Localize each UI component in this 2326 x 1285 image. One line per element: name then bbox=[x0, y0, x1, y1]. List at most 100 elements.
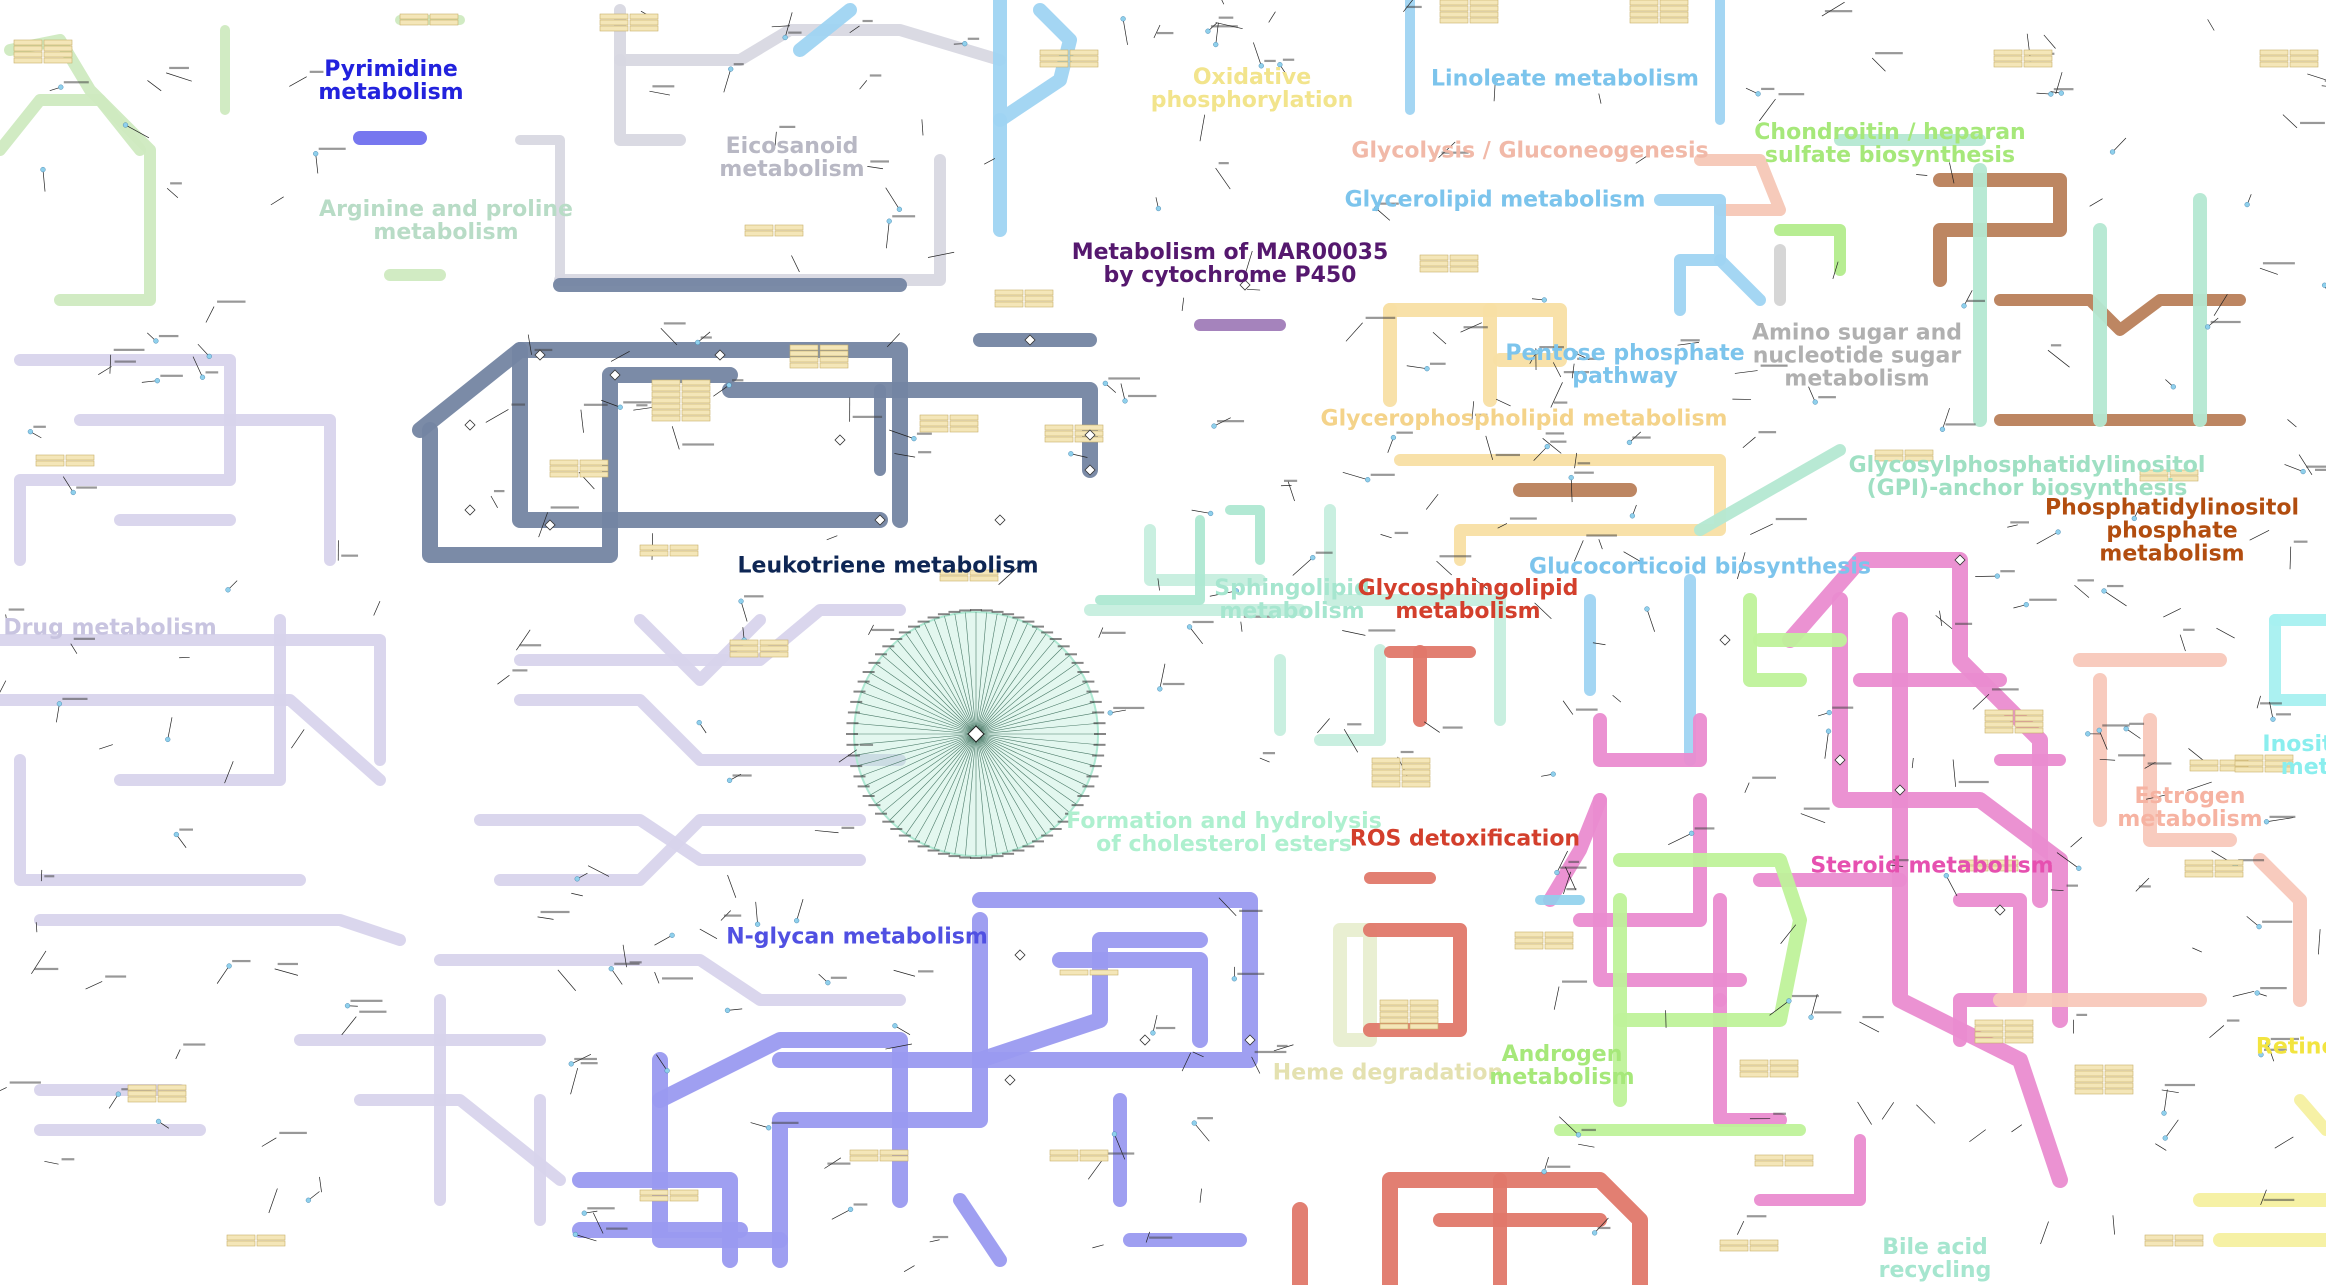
enzyme-table-cell[interactable] bbox=[2004, 1019, 2034, 1026]
enzyme-table-cell[interactable] bbox=[579, 459, 609, 466]
reaction-hub-diamond[interactable] bbox=[534, 349, 546, 361]
enzyme-table-cell[interactable] bbox=[1993, 61, 2023, 68]
enzyme-table-cell[interactable] bbox=[1049, 1155, 1079, 1162]
metabolite-node[interactable] bbox=[1573, 350, 1579, 356]
pathway-label-arginine-proline[interactable]: Arginine and proline metabolism bbox=[319, 197, 573, 245]
metabolite-node[interactable] bbox=[1208, 510, 1214, 517]
enzyme-table-cell[interactable] bbox=[819, 344, 849, 351]
enzyme-table-cell[interactable] bbox=[681, 409, 711, 416]
enzyme-table-cell[interactable] bbox=[681, 397, 711, 404]
enzyme-table-cell[interactable] bbox=[669, 550, 699, 557]
metabolite-node[interactable] bbox=[794, 918, 800, 924]
pathway-track-steroid[interactable] bbox=[1754, 1134, 1866, 1206]
metabolite-node[interactable] bbox=[1277, 62, 1283, 68]
pathway-label-linoleate[interactable]: Linoleate metabolism bbox=[1431, 66, 1699, 92]
enzyme-table-cell[interactable] bbox=[2214, 865, 2244, 872]
metabolite-node[interactable] bbox=[782, 34, 788, 41]
metabolite-node[interactable] bbox=[1568, 474, 1574, 481]
pathway-track-steroid[interactable] bbox=[1953, 893, 2027, 1047]
metabolite-node[interactable] bbox=[1626, 439, 1633, 446]
metabolite-node[interactable] bbox=[1231, 976, 1237, 982]
enzyme-table-cell[interactable] bbox=[1544, 931, 1574, 938]
enzyme-table-cell[interactable] bbox=[127, 1090, 157, 1097]
enzyme-table-cell[interactable] bbox=[651, 397, 681, 404]
enzyme-table-cell[interactable] bbox=[681, 391, 711, 398]
reaction-hub-diamond[interactable] bbox=[1834, 754, 1846, 766]
enzyme-table-cell[interactable] bbox=[789, 356, 819, 363]
enzyme-table-cell[interactable] bbox=[1379, 1011, 1409, 1018]
metabolite-node[interactable] bbox=[724, 1007, 731, 1013]
metabolite-node[interactable] bbox=[755, 921, 761, 927]
enzyme-table-cell[interactable] bbox=[127, 1096, 157, 1103]
enzyme-table-cell[interactable] bbox=[1629, 11, 1659, 18]
enzyme-table-cell[interactable] bbox=[256, 1234, 286, 1241]
enzyme-table-cell[interactable] bbox=[681, 415, 711, 422]
radial-center-diamond[interactable] bbox=[967, 725, 985, 743]
metabolite-node[interactable] bbox=[1629, 513, 1635, 519]
metabolite-node[interactable] bbox=[2263, 819, 2270, 825]
metabolite-node[interactable] bbox=[726, 382, 732, 388]
cholesterol-esters-radial-hub[interactable] bbox=[846, 609, 1106, 859]
enzyme-table-cell[interactable] bbox=[2014, 709, 2044, 716]
enzyme-table-cell[interactable] bbox=[399, 13, 429, 20]
metabolite-node[interactable] bbox=[1258, 63, 1264, 69]
metabolite-node[interactable] bbox=[1812, 399, 1818, 405]
enzyme-table-cell[interactable] bbox=[2004, 1031, 2034, 1038]
enzyme-table-cell[interactable] bbox=[2104, 1082, 2134, 1089]
enzyme-table-cell[interactable] bbox=[1739, 1065, 1769, 1072]
enzyme-table-cell[interactable] bbox=[629, 13, 659, 20]
pathway-track-leukotriene[interactable] bbox=[412, 342, 908, 528]
metabolite-node[interactable] bbox=[1102, 380, 1108, 386]
enzyme-table-cell[interactable] bbox=[1409, 1005, 1439, 1012]
enzyme-table-cell[interactable] bbox=[1974, 1037, 2004, 1044]
enzyme-table-cell[interactable] bbox=[1784, 1154, 1814, 1161]
metabolite-node[interactable] bbox=[27, 429, 33, 435]
enzyme-table-cell[interactable] bbox=[2074, 1064, 2104, 1071]
enzyme-table-cell[interactable] bbox=[399, 19, 429, 26]
pathway-track-drug[interactable] bbox=[14, 354, 236, 566]
enzyme-table-cell[interactable] bbox=[2264, 766, 2294, 773]
pathway-track-drug[interactable] bbox=[0, 694, 386, 786]
enzyme-table-cell[interactable] bbox=[1089, 969, 1119, 976]
metabolite-node[interactable] bbox=[1786, 998, 1792, 1004]
enzyme-table-cell[interactable] bbox=[157, 1084, 187, 1091]
metabolite-node[interactable] bbox=[1826, 709, 1832, 716]
metabolite-node[interactable] bbox=[1157, 686, 1163, 692]
enzyme-table-cell[interactable] bbox=[1469, 17, 1499, 24]
enzyme-table-cell[interactable] bbox=[1069, 61, 1099, 68]
metabolite-node[interactable] bbox=[115, 1091, 121, 1097]
reaction-hub-diamond[interactable] bbox=[1719, 634, 1731, 646]
enzyme-table-cell[interactable] bbox=[759, 651, 789, 658]
enzyme-table-cell[interactable] bbox=[1739, 1071, 1769, 1078]
enzyme-table-cell[interactable] bbox=[969, 575, 999, 582]
pathway-label-mar00035[interactable]: Metabolism of MAR00035 by cytochrome P45… bbox=[1071, 240, 1389, 288]
enzyme-table-cell[interactable] bbox=[2074, 1070, 2104, 1077]
metabolite-node[interactable] bbox=[728, 66, 734, 72]
enzyme-table-cell[interactable] bbox=[1401, 763, 1431, 770]
metabolite-node[interactable] bbox=[1111, 1131, 1118, 1137]
enzyme-table-cell[interactable] bbox=[1079, 1155, 1109, 1162]
enzyme-table-cell[interactable] bbox=[1419, 266, 1449, 273]
pathway-track-gpi[interactable] bbox=[1694, 444, 1846, 536]
metabolite-node[interactable] bbox=[1373, 205, 1379, 212]
metabolite-node[interactable] bbox=[2101, 588, 2107, 594]
pathway-label-pyrimidine[interactable]: Pyrimidine metabolism bbox=[318, 57, 464, 105]
metabolite-node[interactable] bbox=[1205, 28, 1211, 34]
enzyme-table-cell[interactable] bbox=[949, 426, 979, 433]
enzyme-table-cell[interactable] bbox=[2289, 61, 2319, 68]
enzyme-table-cell[interactable] bbox=[1544, 943, 1574, 950]
pathway-track-drug[interactable] bbox=[34, 914, 406, 946]
metabolite-node[interactable] bbox=[886, 218, 892, 224]
enzyme-table-cell[interactable] bbox=[2234, 754, 2264, 761]
metabolite-node[interactable] bbox=[2265, 1041, 2271, 1047]
reaction-hub-diamond[interactable] bbox=[609, 369, 621, 381]
enzyme-table-cell[interactable] bbox=[1371, 769, 1401, 776]
enzyme-table-cell[interactable] bbox=[2169, 469, 2199, 476]
enzyme-table-cell[interactable] bbox=[1449, 266, 1479, 273]
pathway-label-glucocorticoid[interactable]: Glucocorticoid biosynthesis bbox=[1529, 554, 1871, 580]
enzyme-table-cell[interactable] bbox=[1069, 49, 1099, 56]
enzyme-table-cell[interactable] bbox=[2174, 1240, 2204, 1247]
pathway-track-estrogen[interactable] bbox=[2143, 713, 2237, 847]
enzyme-table-cell[interactable] bbox=[1874, 455, 1904, 462]
metabolite-node[interactable] bbox=[1544, 443, 1550, 450]
